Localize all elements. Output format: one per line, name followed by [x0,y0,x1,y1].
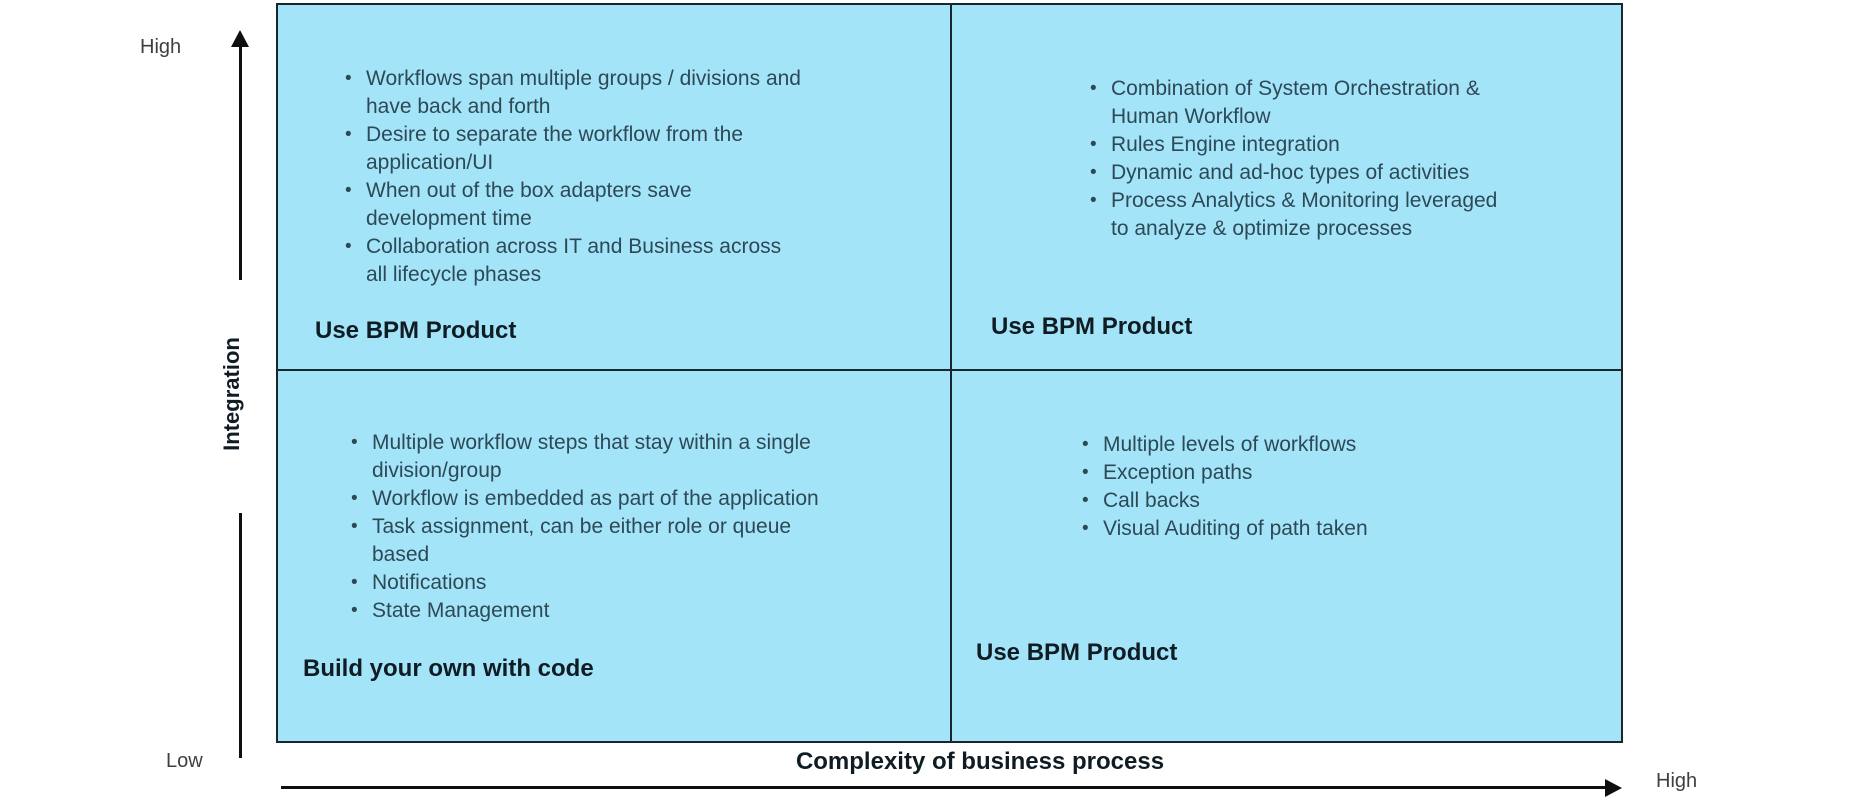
vertical-divider [950,5,952,741]
y-axis-low-label: Low [166,750,203,772]
bullet-item: Rules Engine integration [1088,131,1608,159]
bullet-list: Workflows span multiple groups / divisio… [343,65,903,289]
bullet-item: Multiple levels of workflows [1080,431,1510,459]
bullet-item: Process Analytics & Monitoring leveraged… [1088,187,1608,243]
x-axis-line [281,786,1605,789]
bullet-item: Desire to separate the workflow from the… [343,121,903,177]
bullet-item: Call backs [1080,487,1510,515]
bullet-item: Workflow is embedded as part of the appl… [349,485,914,513]
arrow-up-icon [231,30,249,47]
y-axis-line-upper [239,45,242,280]
bullet-item: Visual Auditing of path taken [1080,515,1510,543]
bullet-item: Task assignment, can be either role or q… [349,513,914,569]
quadrant-top-right: Combination of System Orchestration & Hu… [952,5,1619,369]
bullet-item: Multiple workflow steps that stay within… [349,429,914,485]
arrow-right-icon [1605,779,1622,797]
y-axis-title: Integration [219,337,244,451]
bullet-item: Notifications [349,569,914,597]
bullet-list: Combination of System Orchestration & Hu… [1088,75,1608,243]
horizontal-divider [278,369,1621,371]
quadrant-top-left: Workflows span multiple groups / divisio… [278,5,950,369]
bullet-item: When out of the box adapters save develo… [343,177,903,233]
y-axis-high-label: High [140,36,182,58]
quadrant-bottom-right: Multiple levels of workflowsException pa… [952,371,1619,739]
bullet-item: Exception paths [1080,459,1510,487]
bullet-item: Dynamic and ad-hoc types of activities [1088,159,1608,187]
quadrant-label: Use BPM Product [991,313,1193,340]
bullet-item: State Management [349,597,914,625]
bullet-item: Combination of System Orchestration & Hu… [1088,75,1608,131]
quadrant-label: Use BPM Product [976,639,1178,666]
quadrant-bottom-left: Multiple workflow steps that stay within… [278,371,950,739]
bullet-item: Workflows span multiple groups / divisio… [343,65,903,121]
bullet-list: Multiple workflow steps that stay within… [349,429,914,625]
bullet-list: Multiple levels of workflowsException pa… [1080,431,1510,543]
bullet-item: Collaboration across IT and Business acr… [343,233,903,289]
y-axis-line-lower [239,513,242,758]
x-axis-high-label: High [1656,770,1698,792]
quadrant-label: Build your own with code [303,655,594,682]
quadrant-matrix: Workflows span multiple groups / divisio… [276,3,1623,743]
quadrant-label: Use BPM Product [315,317,517,344]
x-axis-title: Complexity of business process [795,748,1165,775]
